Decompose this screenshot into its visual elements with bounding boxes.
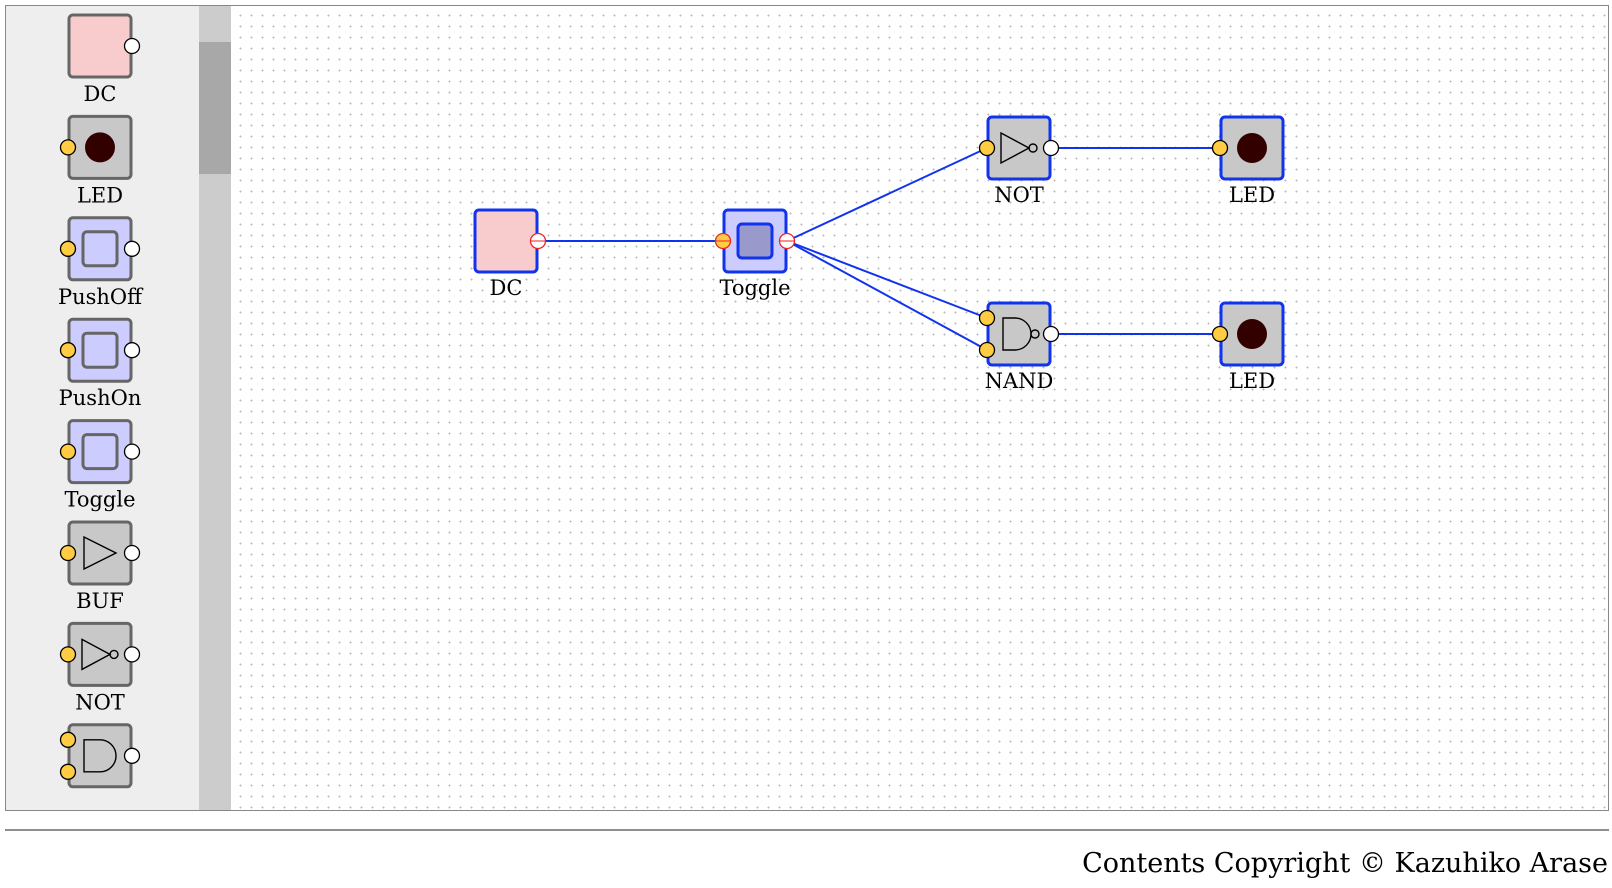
- toolbox-item-and[interactable]: [59, 723, 141, 789]
- output-pin[interactable]: [123, 443, 141, 460]
- device-body: [67, 621, 133, 687]
- led-icon: [1211, 115, 1285, 181]
- dc-source-icon: [67, 13, 141, 79]
- wire[interactable]: [786, 147, 988, 242]
- toggle-switch-icon: [714, 208, 796, 274]
- toggle-switch-icon: [59, 419, 141, 485]
- push-on-switch-icon: [59, 317, 141, 383]
- led-lamp: [85, 132, 115, 163]
- toolbox-item-pushon[interactable]: PushOn: [59, 317, 142, 410]
- toolbox-item-pushoff[interactable]: PushOff: [58, 216, 144, 309]
- output-pin[interactable]: [123, 544, 141, 562]
- dc-source-icon: [473, 208, 547, 274]
- device-label: Toggle: [64, 488, 135, 512]
- device-not[interactable]: NOT: [978, 115, 1060, 207]
- device-led[interactable]: LED: [1211, 115, 1285, 207]
- output-pin[interactable]: [123, 240, 141, 257]
- led-icon: [59, 114, 133, 180]
- device-label: LED: [1229, 369, 1275, 393]
- device-body: [67, 13, 133, 79]
- device-label: BUF: [76, 589, 124, 613]
- device-body: [986, 301, 1052, 367]
- device-body: [67, 723, 133, 789]
- toolbox-item-not[interactable]: NOT: [59, 621, 141, 714]
- input-pin[interactable]: [1211, 325, 1229, 343]
- toolbox-scrollbar[interactable]: [199, 6, 231, 810]
- buffer-gate-icon: [59, 520, 141, 586]
- switch-knob: [81, 230, 119, 268]
- nand-gate-icon: [978, 301, 1060, 367]
- switch-knob: [81, 433, 119, 471]
- buffer-symbol: [83, 535, 118, 571]
- output-pin[interactable]: [123, 342, 141, 359]
- device-label: Toggle: [719, 276, 790, 300]
- device-body: [986, 115, 1052, 181]
- toolbox-item-buf[interactable]: BUF: [59, 520, 141, 613]
- copyright-notice: Contents Copyright © Kazuhiko Arase: [1082, 848, 1608, 879]
- output-pin[interactable]: [1042, 139, 1060, 157]
- input-pin[interactable]: [1211, 139, 1229, 157]
- output-pin[interactable]: [123, 37, 141, 55]
- device-led[interactable]: LED: [1211, 301, 1285, 393]
- wire[interactable]: [786, 240, 988, 351]
- device-label: PushOn: [59, 386, 142, 410]
- inverter-bubble: [109, 649, 119, 660]
- output-pin[interactable]: [1042, 325, 1060, 343]
- led-lamp: [1237, 133, 1267, 163]
- gate-symbol: [83, 739, 117, 773]
- toolbox-item-toggle[interactable]: Toggle: [59, 419, 141, 512]
- input-pin[interactable]: [59, 240, 77, 257]
- workspace-canvas: DC Toggle NOT NAND LED LED: [473, 115, 1285, 393]
- output-pin[interactable]: [123, 747, 141, 764]
- inverter-bubble: [1030, 329, 1040, 339]
- not-symbol: [1000, 131, 1031, 165]
- device-body: [473, 208, 539, 274]
- device-toggle[interactable]: Toggle: [714, 208, 796, 300]
- not-gate-icon: [978, 115, 1060, 181]
- device-label: NOT: [75, 690, 125, 714]
- input-pin[interactable]: [59, 443, 77, 460]
- toolbox-item-dc[interactable]: DC: [67, 13, 141, 106]
- not-gate-icon: [59, 621, 141, 687]
- led-lamp: [1237, 319, 1267, 349]
- inverter-bubble: [1028, 143, 1038, 153]
- device-dc[interactable]: DC: [473, 208, 547, 300]
- device-label: LED: [1229, 183, 1275, 207]
- toolbox-item-led[interactable]: LED: [59, 114, 133, 207]
- output-pin[interactable]: [123, 646, 141, 663]
- push-off-switch-icon: [59, 216, 141, 282]
- device-label: DC: [490, 276, 523, 300]
- circuit-workspace[interactable]: DC Toggle NOT NAND LED LED: [231, 6, 1608, 810]
- not-symbol: [81, 638, 112, 671]
- input-pin[interactable]: [978, 309, 996, 327]
- device-label: PushOff: [58, 285, 144, 309]
- input-pin[interactable]: [59, 139, 77, 156]
- input-pin[interactable]: [59, 342, 77, 359]
- footer-divider: [5, 829, 1609, 831]
- input-pin[interactable]: [59, 763, 77, 780]
- and-gate-icon: [59, 723, 141, 789]
- switch-knob: [736, 222, 774, 260]
- wire[interactable]: [786, 240, 988, 319]
- toolbox-scrollbar-thumb[interactable]: [199, 42, 231, 174]
- device-nand[interactable]: NAND: [978, 301, 1060, 393]
- device-body: [67, 520, 133, 586]
- led-icon: [1211, 301, 1285, 367]
- input-pin[interactable]: [978, 341, 996, 359]
- input-pin[interactable]: [59, 544, 77, 562]
- device-label: NAND: [985, 369, 1054, 393]
- input-pin[interactable]: [59, 731, 77, 748]
- switch-knob: [81, 331, 119, 369]
- input-pin[interactable]: [59, 646, 77, 663]
- device-label: DC: [84, 82, 117, 106]
- device-label: LED: [77, 183, 123, 207]
- input-pin[interactable]: [978, 139, 996, 157]
- device-label: NOT: [994, 183, 1044, 207]
